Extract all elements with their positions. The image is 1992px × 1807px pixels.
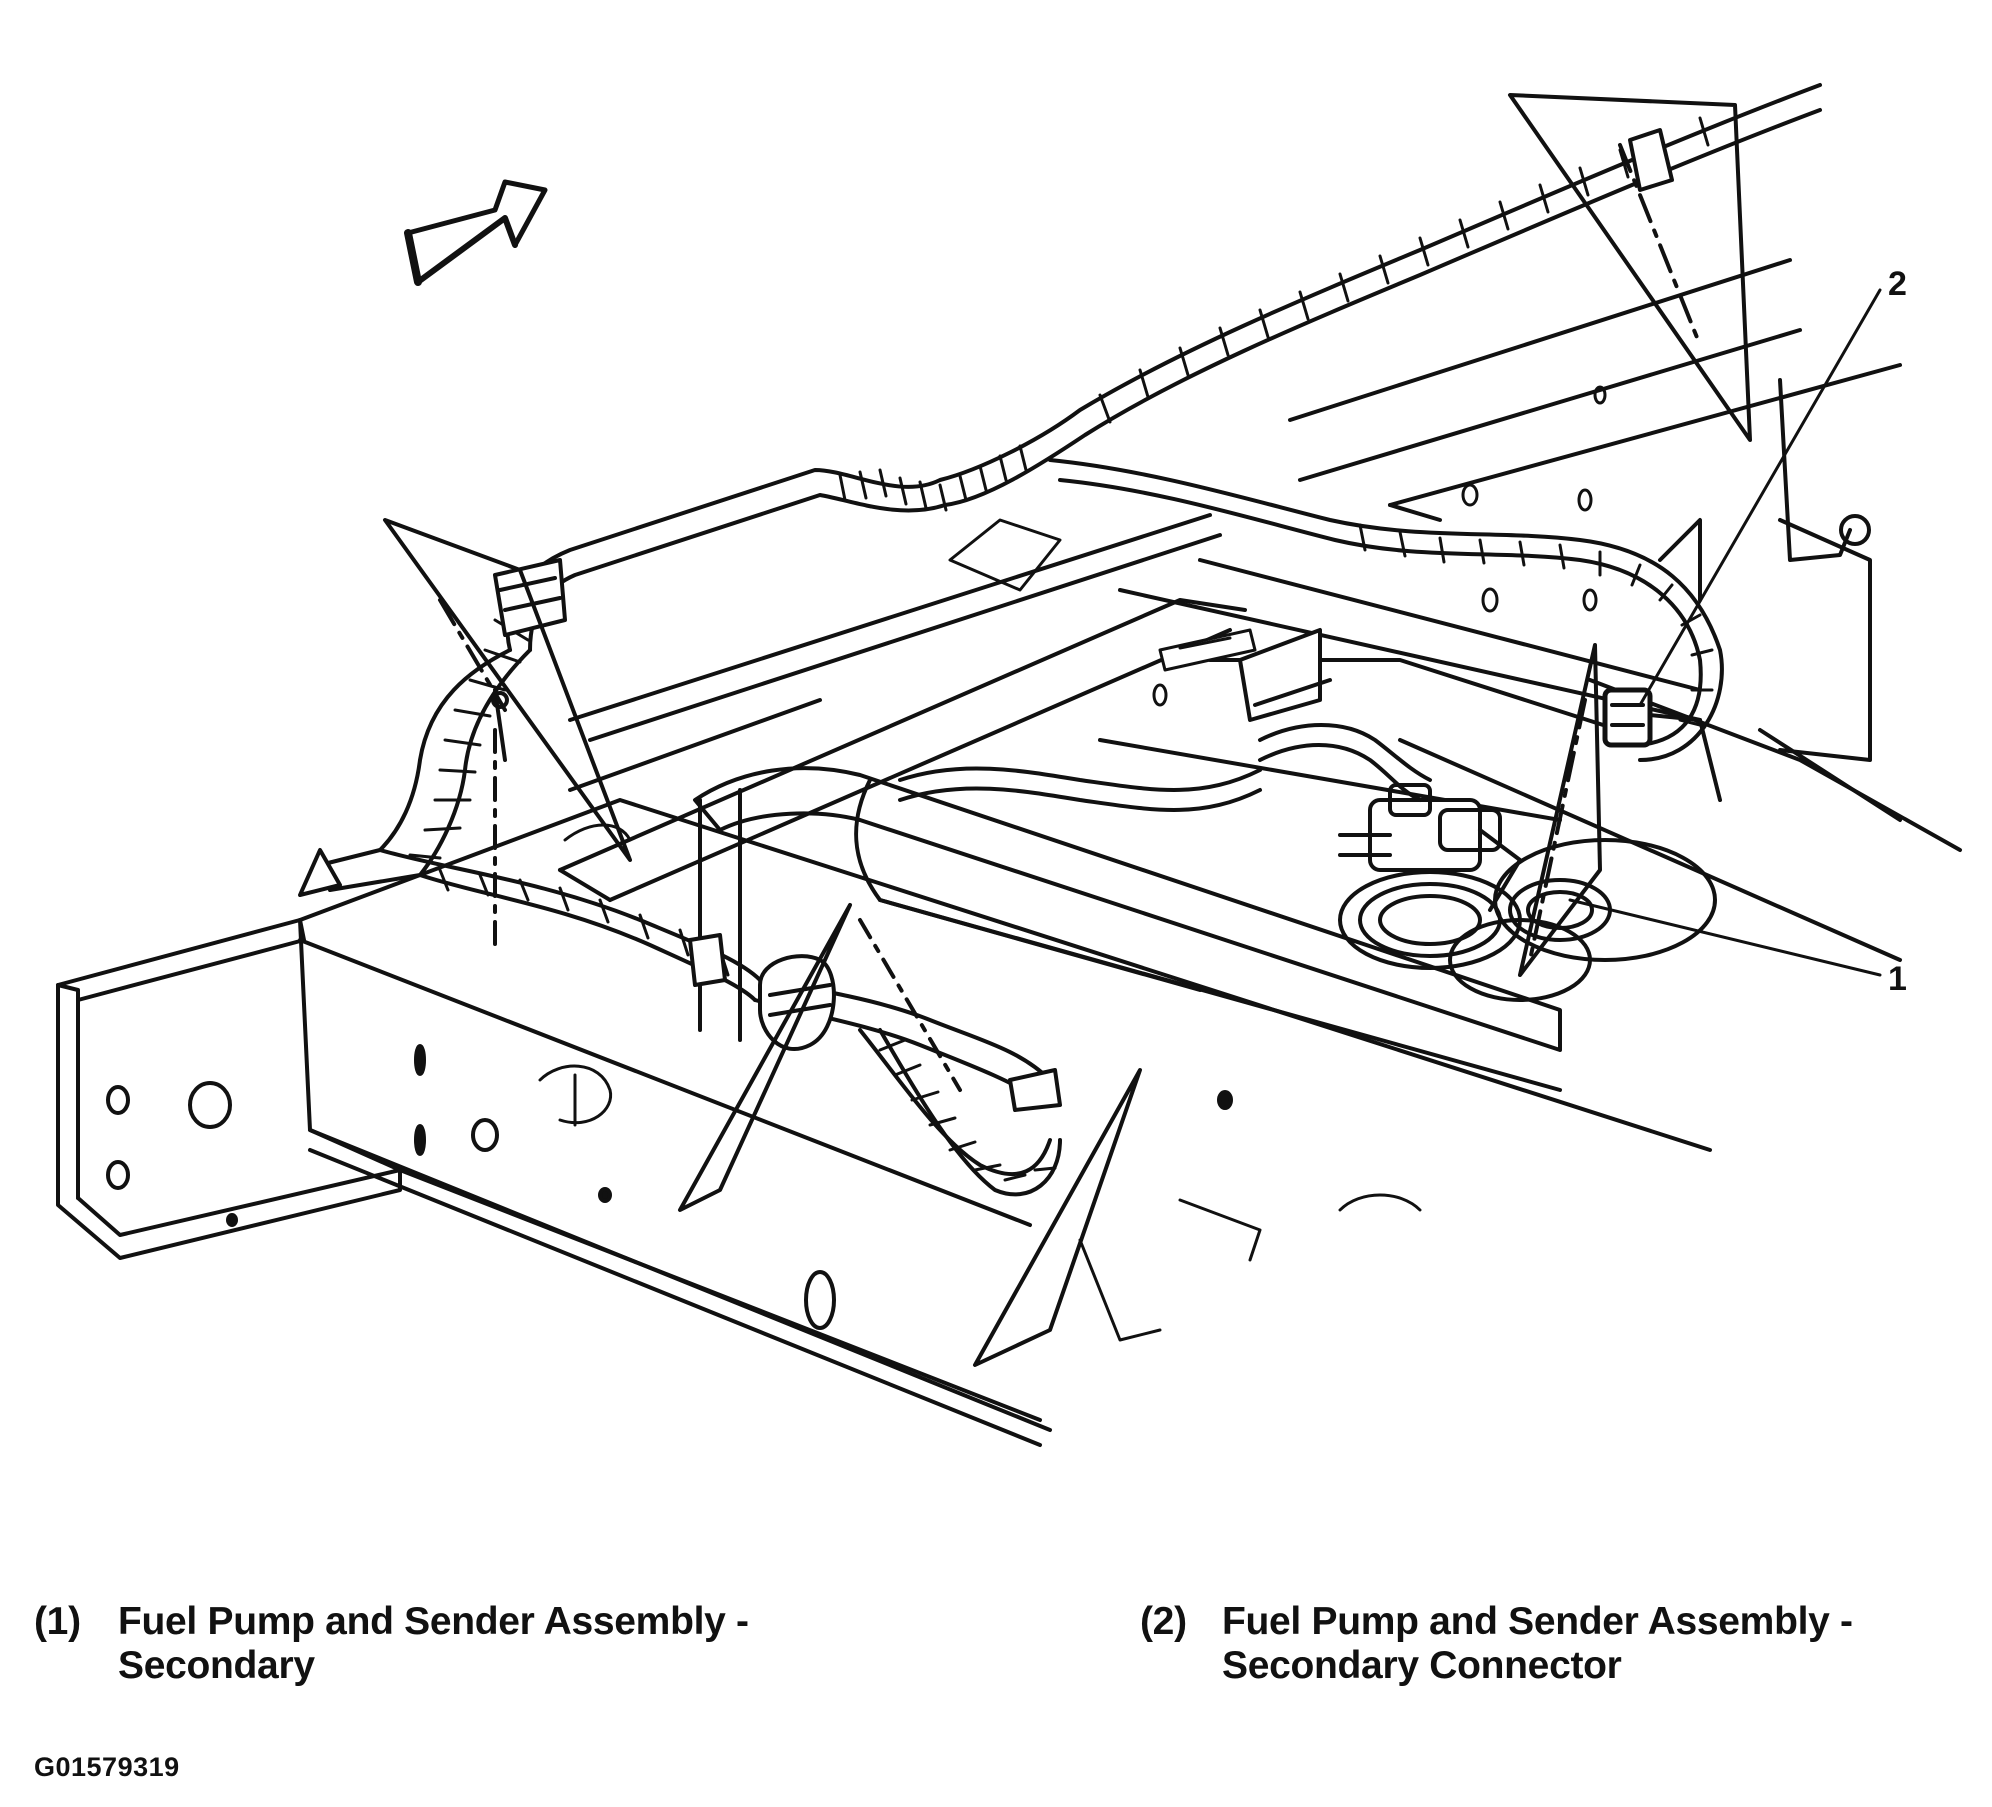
forward-direction-arrow-icon xyxy=(404,179,548,286)
callout-leader-lines xyxy=(1568,288,1882,977)
harness-conduit-ribs xyxy=(408,116,1714,1182)
legend-text-1-line-2: Secondary xyxy=(118,1644,315,1687)
legend-number-2: (2) xyxy=(1140,1600,1187,1643)
fuel-pump-sender-assembly xyxy=(1338,783,1612,970)
legend-number-1: (1) xyxy=(34,1600,81,1643)
callout-number-2: 2 xyxy=(1888,265,1907,303)
fuel-system-illustration: 2 1 xyxy=(56,83,1962,1447)
callout-number-1: 1 xyxy=(1888,960,1907,998)
legend-text-2-line-2: Secondary Connector xyxy=(1222,1644,1622,1687)
frame-rail xyxy=(56,798,1712,1447)
fuel-pump-secondary-connector xyxy=(1602,687,1702,748)
legend-text-2: Fuel Pump and Sender Assembly - Secondar… xyxy=(1222,1600,1982,1688)
legend-text-2-line-1: Fuel Pump and Sender Assembly - xyxy=(1222,1600,1853,1643)
misc-details xyxy=(538,385,1607,1342)
figure-code: G01579319 xyxy=(34,1752,180,1782)
upper-frame-members xyxy=(558,258,1962,962)
bracket xyxy=(1238,378,1872,762)
legend: (1) Fuel Pump and Sender Assembly - Seco… xyxy=(0,1600,1992,1720)
legend-text-1-line-1: Fuel Pump and Sender Assembly - xyxy=(118,1600,749,1643)
legend-text-1: Fuel Pump and Sender Assembly - Secondar… xyxy=(118,1600,878,1688)
assembly-view-triangles xyxy=(383,93,1752,1367)
